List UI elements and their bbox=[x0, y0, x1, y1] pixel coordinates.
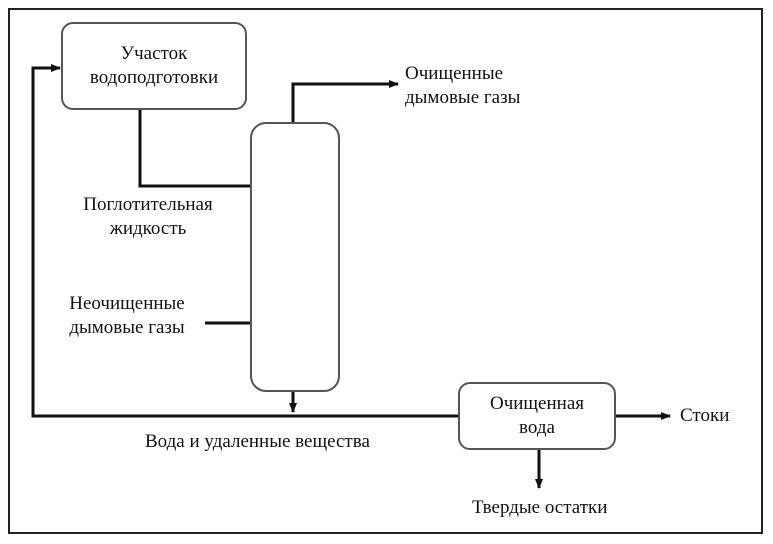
raw-gases-label: Неочищенные дымовые газы bbox=[42, 292, 212, 340]
diagram-frame bbox=[8, 8, 763, 534]
solids-label: Твердые остатки bbox=[472, 497, 608, 518]
absorbent-line2: жидкость bbox=[109, 218, 187, 239]
effluent-label: Стоки bbox=[680, 405, 730, 426]
water-treatment-line1: Участок bbox=[120, 43, 188, 64]
absorbent-flow-arrow bbox=[138, 110, 284, 190]
raw-gases-line1: Неочищенные bbox=[69, 293, 185, 314]
cleaned-water-line2: вода bbox=[519, 417, 555, 438]
water-treatment-line2: водоподготовки bbox=[89, 67, 219, 88]
cleaned-gases-label: Очищенные дымовые газы bbox=[405, 62, 520, 110]
raw-gases-line2: дымовые газы bbox=[69, 317, 185, 338]
water-treatment-box: Участок водоподготовки bbox=[61, 22, 247, 110]
cleaned-water-line1: Очищенная bbox=[489, 393, 585, 414]
cleaned-gases-arrow bbox=[291, 80, 399, 122]
absorbent-line1: Поглотительная bbox=[83, 194, 213, 215]
absorbent-label: Поглотительная жидкость bbox=[58, 193, 238, 241]
absorber-column bbox=[250, 122, 340, 392]
cleaned-water-box: Очищенная вода bbox=[458, 382, 616, 450]
recycle-flow-arrow bbox=[31, 64, 458, 418]
cleaned-gases-line2: дымовые газы bbox=[405, 87, 521, 108]
cleaned-gases-line1: Очищенные bbox=[405, 63, 504, 84]
water-removed-label: Вода и удаленные вещества bbox=[145, 431, 370, 452]
